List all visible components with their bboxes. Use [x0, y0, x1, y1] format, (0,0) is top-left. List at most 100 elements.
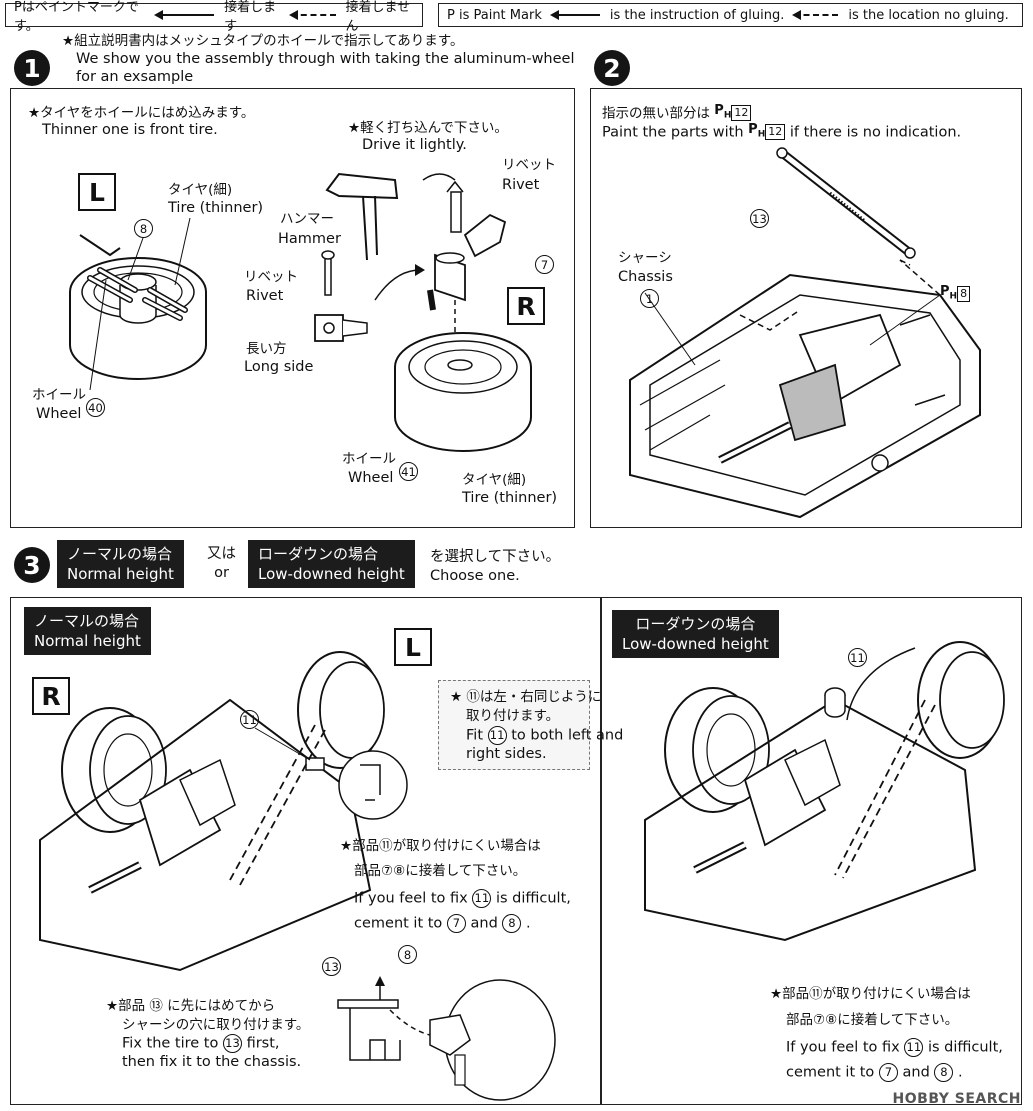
glue-arrow-icon — [153, 10, 215, 20]
part-40-callout: 40 — [86, 398, 105, 417]
left-marker: L — [394, 628, 432, 666]
step2-panel — [590, 88, 1022, 528]
glue-arrow-icon — [549, 10, 600, 20]
tire-thin-en: Tire (thinner) — [168, 200, 264, 216]
low-diff-en-1: If you feel to fix 11 is difficult, — [786, 1038, 1003, 1058]
diff-note-en-2: cement it to 7 and 8 . — [354, 914, 531, 934]
low-sub-jp: ローダウンの場合 — [635, 615, 756, 633]
legend-en-paint: P is Paint Mark — [447, 7, 542, 23]
step2-note-en-b: if there is no indication. — [789, 124, 962, 141]
low-diff-jp-2: 部品⑦⑧に接着して下さい。 — [786, 1012, 959, 1028]
color-12-box: 12 — [765, 124, 786, 141]
tire13-en-a: Fix the tire to — [122, 1035, 219, 1052]
long-side-jp: 長い方 — [246, 341, 287, 357]
fit-en-b: to both left and — [511, 727, 624, 744]
diff-en-b: is difficult, — [495, 890, 571, 907]
step2-note-jp-text: 指示の無い部分は — [602, 105, 710, 122]
part-7-inline: 7 — [878, 1063, 898, 1082]
fit-note-jp-1: ★ ⑪は左・右同じように — [450, 689, 602, 705]
diff-en-c: cement it to — [354, 915, 443, 932]
part-11-inline: 11 — [904, 1038, 924, 1057]
normal-sub-jp: ノーマルの場合 — [34, 612, 140, 630]
diff-en-and: and — [470, 915, 498, 932]
long-side-en: Long side — [244, 359, 314, 375]
paint-mark-icon: PH — [714, 103, 732, 121]
low-height-header: ローダウンの場合 Low-downed height — [248, 540, 415, 588]
part-11-inline: 11 — [487, 726, 507, 745]
or-jp: 又は — [207, 546, 236, 562]
paint-mark-h: H — [723, 110, 732, 121]
drive-note-en: Drive it lightly. — [362, 137, 467, 153]
right-wheel-illustration — [394, 332, 532, 452]
legend-jp-noglue: 接着しません — [345, 0, 411, 34]
tire-thin-r-en: Tire (thinner) — [462, 490, 558, 506]
low-diff-en-a: If you feel to fix — [786, 1039, 900, 1056]
tire-thin-r-jp: タイヤ(細) — [462, 472, 527, 488]
tire13-note-en-2: then fix it to the chassis. — [122, 1054, 302, 1070]
choose-label: を選択して下さい。 Choose one. — [430, 548, 560, 586]
low-diff-en-c: cement it to — [786, 1064, 875, 1081]
step2-note-en-a: Paint the parts with — [602, 124, 744, 141]
left-wheel-illustration — [69, 234, 207, 391]
step-1-number: 1 — [14, 50, 50, 86]
normal-height-en: Normal height — [67, 565, 174, 583]
fit-en-a: Fit — [466, 727, 483, 744]
chassis-en: Chassis — [618, 269, 673, 285]
part-11-callout: 11 — [240, 710, 259, 729]
period: . — [958, 1064, 963, 1081]
legend-en: P is Paint Mark is the instruction of gl… — [438, 3, 1023, 27]
step1-note-en-1: We show you the assembly through with ta… — [76, 51, 575, 67]
normal-height-jp: ノーマルの場合 — [67, 545, 173, 563]
chassis-illustration — [629, 259, 981, 519]
diff-note-jp-2: 部品⑦⑧に接着して下さい。 — [354, 863, 527, 879]
diff-note-en-1: If you feel to fix 11 is difficult, — [354, 889, 571, 909]
part-8-inline: 8 — [502, 914, 522, 933]
tire-note-jp: ★タイヤをホイールにはめ込みます。 — [28, 105, 255, 121]
low-diff-en-2: cement it to 7 and 8 . — [786, 1063, 963, 1083]
hammer-en: Hammer — [278, 231, 341, 247]
low-sub-en: Low-downed height — [622, 635, 769, 653]
part-13-inline: 13 — [222, 1034, 242, 1053]
tire13-en-b: first, — [246, 1035, 280, 1052]
low-height-jp: ローダウンの場合 — [258, 545, 379, 563]
rod-13-illustration — [776, 147, 916, 259]
or-en: or — [214, 565, 229, 581]
paint-mark-p: P — [940, 284, 950, 299]
fit-note-box — [438, 680, 590, 770]
paint-mark-p: P — [714, 103, 724, 118]
tire-note-en: Thinner one is front tire. — [42, 122, 218, 138]
part-7-callout: 7 — [535, 255, 554, 274]
or-label: 又は or — [207, 545, 236, 583]
drive-note-jp: ★軽く打ち込んで下さい。 — [348, 120, 508, 136]
part-8-callout: 8 — [398, 945, 417, 964]
low-diff-en-and: and — [902, 1064, 930, 1081]
rivet-left-jp: リベット — [244, 269, 298, 285]
watermark-logo: HOBBY SEARCH — [892, 1091, 1021, 1107]
legend-jp: Pはペイントマークです。 接着します 接着しません — [5, 0, 423, 34]
part-13-callout: 13 — [750, 209, 769, 228]
wheel-40-jp: ホイール — [32, 387, 86, 403]
part-7-inline: 7 — [446, 914, 466, 933]
left-marker: L — [78, 173, 116, 211]
low-height-illustration — [644, 641, 1005, 942]
part-8-inline: 8 — [934, 1063, 954, 1082]
diff-note-jp-1: ★部品⑪が取り付けにくい場合は — [340, 838, 541, 854]
paint-mark-p: P — [748, 122, 758, 137]
wheel-40-en: Wheel — [36, 406, 82, 422]
tire-thin-jp: タイヤ(細) — [168, 182, 233, 198]
part-1-callout: 1 — [640, 289, 659, 308]
legend-en-noglue: is the location no gluing. — [848, 7, 1009, 23]
choose-jp: を選択して下さい。 — [430, 549, 561, 565]
step3-divider — [600, 597, 602, 1105]
legend-en-glue: is the instruction of gluing. — [609, 7, 785, 23]
low-height-subheader: ローダウンの場合 Low-downed height — [612, 610, 779, 658]
paint-mark-h: H — [757, 129, 766, 140]
step1-panel — [10, 88, 575, 528]
rivet-top-en: Rivet — [502, 177, 540, 193]
color-8-box: 8 — [957, 286, 971, 303]
hammer-jp: ハンマー — [280, 211, 334, 227]
tire-to-rod-illustration — [337, 976, 556, 1101]
tire13-note-en-1: Fix the tire to 13 first, — [122, 1034, 280, 1054]
